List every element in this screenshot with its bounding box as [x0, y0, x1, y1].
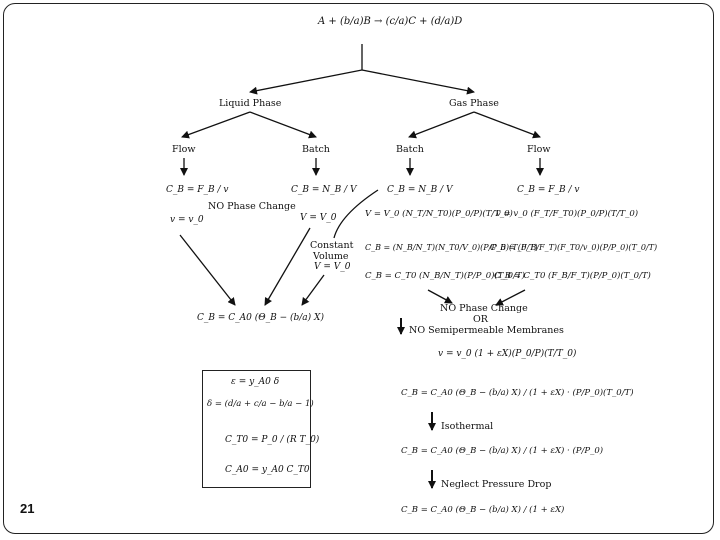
slide-frame [3, 3, 714, 534]
arrow-liquid-to-batch [249, 111, 317, 139]
eq-ca0: C_A0 = y_A0 C_T0 [225, 465, 310, 475]
label-no-phase-change: NO Phase Change [208, 201, 296, 212]
eq-liquid-result: C_B = C_A0 (Θ_B − (b/a) X) [197, 313, 324, 323]
eq-gas-batch-cb2: C_B = (N_B/N_T)(N_T0/V_0)(P/P_0)(T_0/T) [365, 243, 538, 252]
label-no-phase-change-or: NO Phase Change [440, 303, 528, 314]
eq-ct0: C_T0 = P_0 / (R T_0) [225, 435, 320, 445]
node-gas-phase: Gas Phase [449, 98, 499, 109]
eq-liquid-batch-v: V = V_0 [300, 213, 337, 223]
arrow-gas-to-flow [473, 111, 541, 139]
arrow-gasbatch-to-nophase [427, 289, 453, 304]
node-gas-batch: Batch [396, 144, 424, 155]
arrow-gas-to-batch [408, 111, 475, 139]
label-neglect-pressure-drop: Neglect Pressure Drop [441, 479, 552, 490]
arrow-flow-to-result [179, 234, 236, 306]
eq-liquid-flow-cb: C_B = F_B / v [166, 185, 229, 195]
eq-delta: δ = (d/a + c/a − b/a − 1) [207, 399, 314, 409]
eq-cb-isothermal: C_B = C_A0 (Θ_B − (b/a) X) / (1 + εX) · … [401, 446, 604, 456]
arrow-constvol-to-result [301, 274, 325, 306]
slide-number: 21 [20, 501, 35, 516]
arrow-to-liquid [249, 44, 363, 95]
eq-liquid-flow-v: v = v_0 [170, 215, 204, 225]
eq-constant-volume: V = V_0 [314, 262, 351, 272]
label-isothermal: Isothermal [441, 421, 494, 432]
label-no-semipermeable: NO Semipermeable Membranes [409, 325, 564, 336]
eq-epsilon: ε = y_A0 δ [231, 377, 280, 387]
label-or: OR [473, 314, 488, 325]
eq-liquid-batch-cb: C_B = N_B / V [291, 185, 357, 195]
eq-gas-flow-cb2: C_B = (F_B/F_T)(F_T0/v_0)(P/P_0)(T_0/T) [490, 243, 658, 252]
eq-gas-flow-v: v = v_0 (F_T/F_T0)(P_0/P)(T/T_0) [496, 209, 639, 219]
arrow-to-gas [361, 69, 475, 95]
arrow-gasflow-to-nophase [495, 289, 526, 306]
node-gas-flow: Flow [527, 144, 551, 155]
arrow-batch-to-result [264, 227, 311, 306]
label-constant: Constant [310, 240, 354, 251]
eq-gas-batch-cb3: C_B = C_T0 (N_B/N_T)(P/P_0)(T_0/T) [365, 271, 525, 281]
node-liquid-batch: Batch [302, 144, 330, 155]
eq-cb-final: C_B = C_A0 (Θ_B − (b/a) X) / (1 + εX) [401, 505, 565, 515]
eq-gas-flow-cb: C_B = F_B / v [517, 185, 580, 195]
label-volume: Volume [313, 251, 349, 262]
node-liquid-phase: Liquid Phase [219, 98, 282, 109]
node-liquid-flow: Flow [172, 144, 196, 155]
curve-gasbatch-to-constvol [333, 189, 379, 239]
arrow-liquid-to-flow [181, 111, 251, 139]
reaction-equation: A + (b/a)B → (c/a)C + (d/a)D [318, 16, 463, 27]
eq-volumetric-expansion: v = v_0 (1 + εX)(P_0/P)(T/T_0) [438, 349, 577, 359]
eq-gas-batch-v: V = V_0 (N_T/N_T0)(P_0/P)(T/T_0) [365, 209, 513, 219]
eq-gas-flow-cb3: C_B = C_T0 (F_B/F_T)(P/P_0)(T_0/T) [494, 271, 651, 281]
eq-gas-batch-cb: C_B = N_B / V [387, 185, 453, 195]
eq-cb-general: C_B = C_A0 (Θ_B − (b/a) X) / (1 + εX) · … [401, 388, 634, 398]
definitions-box: ε = y_A0 δ δ = (d/a + c/a − b/a − 1) C_T… [202, 370, 319, 488]
